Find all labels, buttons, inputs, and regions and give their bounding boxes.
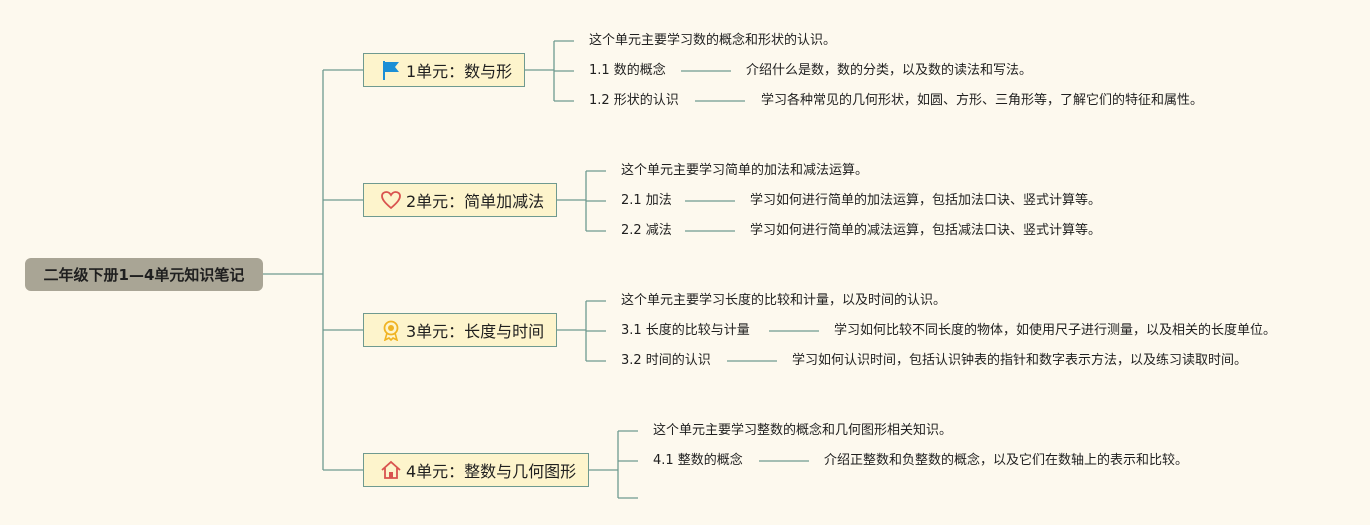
unit-node-4[interactable]: 4单元：整数与几何图形 bbox=[363, 453, 590, 487]
unit-node-3[interactable]: 3单元：长度与时间 bbox=[363, 313, 558, 347]
flag-icon bbox=[383, 61, 399, 80]
subtopic-title-2-2: 2.2 减法 bbox=[621, 223, 672, 238]
unit-summary-2: 这个单元主要学习简单的加法和减法运算。 bbox=[621, 163, 869, 178]
subtopic-desc-4-1: 介绍正整数和负整数的概念，以及它们在数轴上的表示和比较。 bbox=[824, 453, 1189, 468]
subtopic-desc-1-2: 学习各种常见的几何形状，如圆、方形、三角形等，了解它们的特征和属性。 bbox=[761, 93, 1204, 108]
unit-node-1[interactable]: 1单元：数与形 bbox=[363, 53, 526, 87]
subtopic-desc-3-2: 学习如何认识时间，包括认识钟表的指针和数字表示方法，以及练习读取时间。 bbox=[792, 353, 1248, 368]
unit-summary-1: 这个单元主要学习数的概念和形状的认识。 bbox=[589, 33, 837, 48]
medal-icon bbox=[383, 320, 399, 341]
house-icon bbox=[381, 460, 401, 479]
subtopic-desc-2-2: 学习如何进行简单的减法运算，包括减法口诀、竖式计算等。 bbox=[750, 223, 1102, 238]
heart-icon bbox=[381, 191, 401, 210]
unit-title-3: 3单元：长度与时间 bbox=[406, 322, 545, 341]
subtopic-desc-1-1: 介绍什么是数，数的分类，以及数的读法和写法。 bbox=[746, 63, 1033, 78]
unit-title-4: 4单元：整数与几何图形 bbox=[406, 462, 577, 481]
subtopic-title-2-1: 2.1 加法 bbox=[621, 193, 672, 208]
root-node[interactable]: 二年级下册1—4单元知识笔记 bbox=[25, 258, 263, 291]
subtopic-title-3-1: 3.1 长度的比较与计量 bbox=[621, 323, 750, 338]
unit-summary-4: 这个单元主要学习整数的概念和几何图形相关知识。 bbox=[653, 423, 953, 438]
unit-title-2: 2单元：简单加减法 bbox=[406, 192, 545, 211]
subtopic-title-1-1: 1.1 数的概念 bbox=[589, 63, 666, 78]
unit-node-2[interactable]: 2单元：简单加减法 bbox=[363, 183, 558, 217]
unit-summary-3: 这个单元主要学习长度的比较和计量，以及时间的认识。 bbox=[621, 293, 947, 308]
subtopic-desc-2-1: 学习如何进行简单的加法运算，包括加法口诀、竖式计算等。 bbox=[750, 193, 1102, 208]
subtopic-title-3-2: 3.2 时间的认识 bbox=[621, 353, 711, 368]
subtopic-desc-3-1: 学习如何比较不同长度的物体，如使用尺子进行测量，以及相关的长度单位。 bbox=[834, 323, 1277, 338]
unit-title-1: 1单元：数与形 bbox=[406, 62, 513, 81]
root-title: 二年级下册1—4单元知识笔记 bbox=[43, 266, 245, 284]
subtopic-title-1-2: 1.2 形状的认识 bbox=[589, 93, 679, 108]
subtopic-title-4-1: 4.1 整数的概念 bbox=[653, 453, 743, 468]
